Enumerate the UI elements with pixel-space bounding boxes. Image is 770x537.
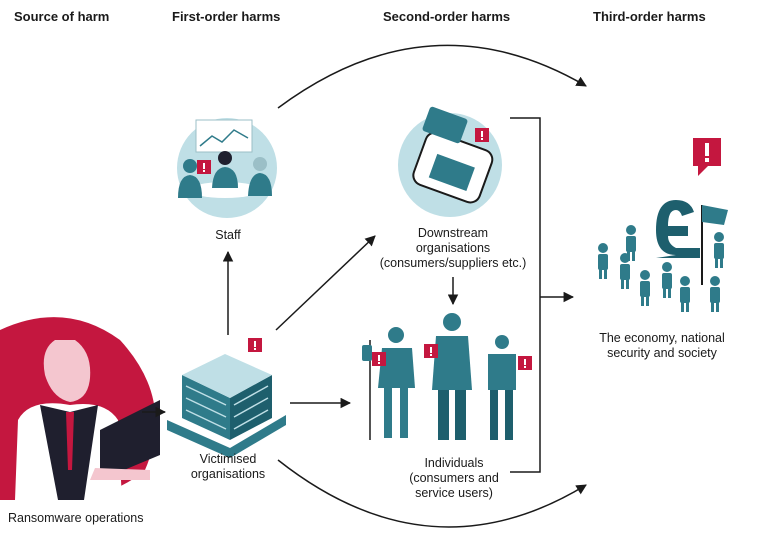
building-illustration — [167, 354, 286, 458]
alert-icon-downstream — [475, 128, 489, 142]
label-downstream-organisations: Downstream organisations (consumers/supp… — [379, 226, 527, 270]
alert-icon-staff — [197, 160, 211, 174]
alert-icon-individual-2 — [424, 344, 438, 358]
staff-meeting-illustration — [177, 118, 277, 218]
people-group — [598, 225, 724, 312]
label-individuals: Individuals (consumers and service users… — [409, 456, 499, 500]
header-third-order: Third-order harms — [593, 9, 706, 24]
arrow-curve-top — [277, 44, 587, 109]
economy-illustration — [656, 200, 728, 285]
label-economy: The economy, national security and socie… — [599, 331, 725, 360]
header-second-order: Second-order harms — [383, 9, 511, 24]
bracket-second-order — [510, 117, 541, 473]
card-reader-illustration — [398, 106, 502, 217]
alert-icon-economy — [693, 138, 721, 176]
label-victimised-organisations: Victimised organisations — [190, 452, 266, 481]
arrow-curve-bottom — [277, 459, 587, 528]
individuals-illustration — [362, 313, 516, 440]
arrow-victimised-to-downstream — [275, 235, 376, 331]
label-ransomware-operations: Ransomware operations — [8, 511, 144, 525]
alert-icon-victimised — [248, 338, 262, 352]
header-source: Source of harm — [14, 9, 110, 24]
alert-icon-individual-3 — [518, 356, 532, 370]
header-first-order: First-order harms — [172, 9, 281, 24]
label-staff: Staff — [215, 228, 241, 242]
alert-icon-individual-1 — [372, 352, 386, 366]
ransomware-operator-illustration — [0, 317, 160, 500]
